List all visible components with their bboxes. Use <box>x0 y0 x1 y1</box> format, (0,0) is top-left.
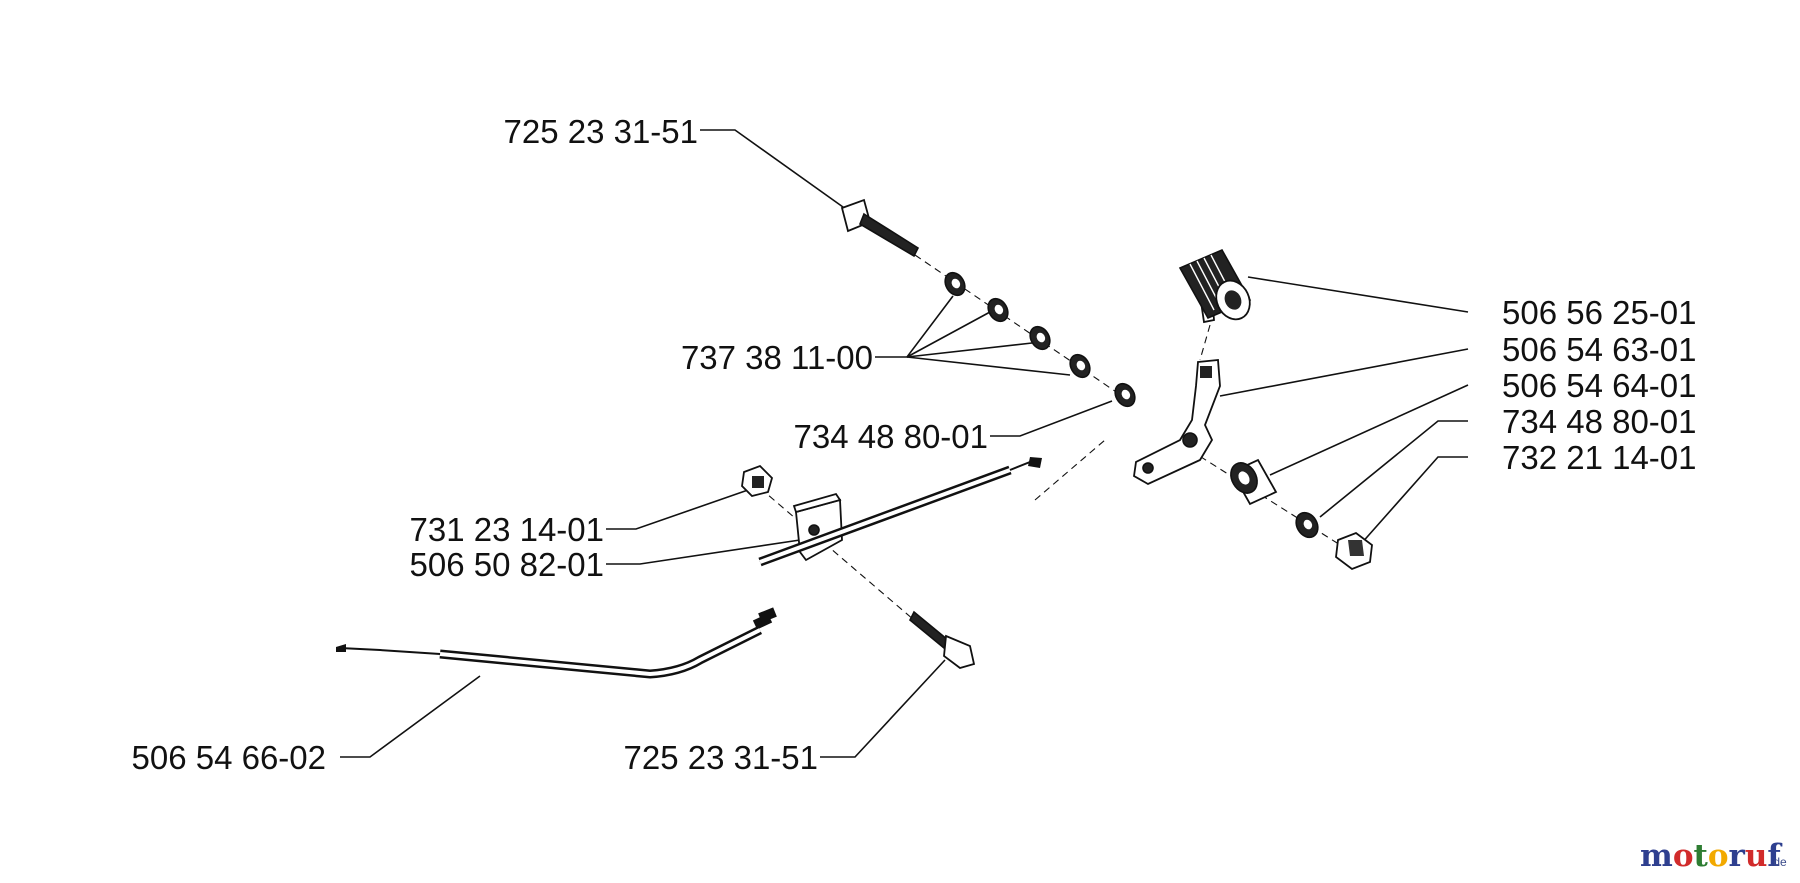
label-clamp: 506 50 82-01 <box>409 546 604 583</box>
label-bolt-top: 725 23 31-51 <box>503 113 698 150</box>
leader-bolt-top <box>700 129 851 213</box>
watermark-suffix: .de <box>1770 855 1787 869</box>
lever-part <box>1133 359 1221 486</box>
lever-hole <box>1182 432 1198 448</box>
label-lever: 506 54 63-01 <box>1502 331 1697 368</box>
leader-clamp <box>606 539 801 565</box>
nut-right-part <box>1335 531 1373 571</box>
watermark-logo: motoruf .de <box>1640 838 1787 874</box>
axis-cable-end <box>1034 439 1106 501</box>
leader-spacer <box>1269 384 1469 476</box>
nut-left-part <box>741 464 774 497</box>
label-washer-right: 734 48 80-01 <box>1502 403 1697 440</box>
leader-washers-2 <box>906 311 991 358</box>
axis-lower <box>759 487 936 639</box>
bolt-bottom-shank <box>908 610 950 650</box>
knob-part <box>1178 248 1252 324</box>
leader-knob <box>1247 276 1469 313</box>
bolt-bottom-part <box>908 610 976 669</box>
label-cable: 506 54 66-02 <box>131 739 326 776</box>
leader-lever <box>1219 348 1469 397</box>
leader-washers-3 <box>906 342 1033 358</box>
axis-right <box>1189 449 1346 549</box>
label-washers: 737 38 11-00 <box>681 339 873 376</box>
axis-knob <box>1199 324 1211 361</box>
cable-part <box>336 457 1042 679</box>
leader-nut-left <box>606 489 749 530</box>
leader-bolt-bottom <box>820 659 946 758</box>
washer-3 <box>1029 325 1051 351</box>
label-nut-right: 732 21 14-01 <box>1502 439 1697 476</box>
leader-nut-right <box>1359 456 1468 546</box>
watermark-text: motoruf <box>1640 838 1782 874</box>
label-spacer: 506 54 64-01 <box>1502 367 1697 404</box>
washer-stack <box>944 271 1136 408</box>
clamp-hole <box>808 524 820 536</box>
bolt-top-shank <box>859 212 920 258</box>
leader-washers-4 <box>906 356 1071 376</box>
label-knob: 506 56 25-01 <box>1502 294 1697 331</box>
washer-1 <box>944 271 966 297</box>
bolt-bottom-head <box>943 634 976 669</box>
washer-mid <box>1114 382 1136 408</box>
callout-labels: 725 23 31-51 737 38 11-00 734 48 80-01 7… <box>131 113 1696 776</box>
label-washer-mid: 734 48 80-01 <box>793 418 988 455</box>
leader-lines <box>340 129 1469 758</box>
label-nut-left: 731 23 14-01 <box>409 511 604 548</box>
leader-washers-1 <box>875 295 954 358</box>
washer-4 <box>1069 353 1091 379</box>
leader-washer-mid <box>990 400 1113 437</box>
label-bolt-bottom: 725 23 31-51 <box>623 739 818 776</box>
leader-washer-right <box>1319 420 1468 518</box>
lever-body <box>1133 359 1221 486</box>
cable-lower-wire <box>339 647 441 655</box>
washer-right <box>1295 511 1319 539</box>
bolt-top-part <box>840 198 920 258</box>
spacer-part <box>1230 458 1278 506</box>
leader-cable <box>340 675 481 758</box>
washer-2 <box>987 297 1009 323</box>
